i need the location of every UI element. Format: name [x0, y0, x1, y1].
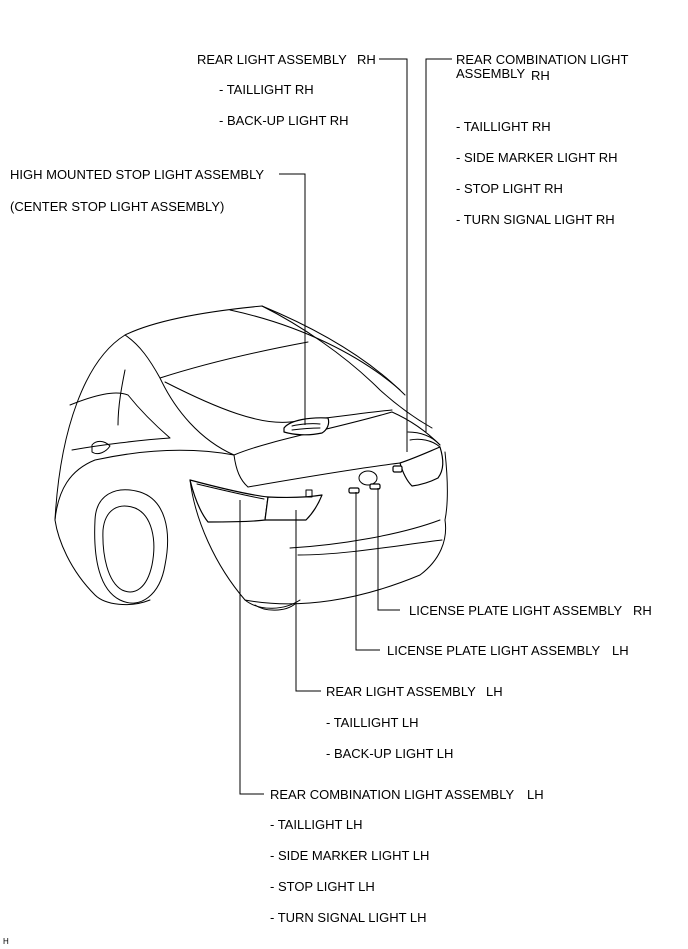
high-mount-stop-line2: (CENTER STOP LIGHT ASSEMBLY) — [10, 199, 224, 214]
rear-combination-lh-side: LH — [527, 787, 544, 802]
vehicle-rear-illustration — [54, 305, 448, 611]
corner-mark: H — [3, 937, 9, 946]
rear-light-rh-item: - TAILLIGHT RH — [219, 82, 314, 97]
rear-light-lh-side: LH — [486, 684, 503, 699]
rear-combination-rh-title-line1: REAR COMBINATION LIGHT — [456, 52, 628, 67]
rear-combination-lh-title: REAR COMBINATION LIGHT ASSEMBLY — [270, 787, 514, 802]
rear-light-lh-title: REAR LIGHT ASSEMBLY — [326, 684, 476, 699]
leader-rear-combination-rh — [425, 58, 452, 432]
rear-combination-rh-item: - TURN SIGNAL LIGHT RH — [456, 212, 615, 227]
leader-lines — [239, 58, 452, 795]
rear-light-rh-side: RH — [357, 52, 376, 67]
license-plate-lh-title: LICENSE PLATE LIGHT ASSEMBLY — [387, 643, 600, 658]
rear-light-lh-item: - BACK-UP LIGHT LH — [326, 746, 453, 761]
rear-combination-lh-item: - STOP LIGHT LH — [270, 879, 375, 894]
leader-rear-combination-lh — [239, 500, 264, 795]
leader-license-plate-lh — [355, 492, 380, 651]
leader-license-plate-rh — [377, 488, 400, 611]
label-high-mount-stop: HIGH MOUNTED STOP LIGHT ASSEMBLY (CENTER… — [10, 167, 264, 214]
label-rear-combination-rh: REAR COMBINATION LIGHT ASSEMBLY RH - TAI… — [456, 52, 628, 227]
rear-combination-rh-side: RH — [531, 68, 550, 83]
rear-combination-lh-item: - TAILLIGHT LH — [270, 817, 362, 832]
rear-combination-rh-item: - SIDE MARKER LIGHT RH — [456, 150, 618, 165]
label-rear-light-rh: REAR LIGHT ASSEMBLY RH - TAILLIGHT RH - … — [197, 52, 376, 128]
license-plate-rh-side: RH — [633, 603, 652, 618]
label-rear-light-lh: REAR LIGHT ASSEMBLY LH - TAILLIGHT LH - … — [326, 684, 503, 761]
label-license-plate-lh: LICENSE PLATE LIGHT ASSEMBLY LH — [387, 643, 629, 658]
license-plate-lh-side: LH — [612, 643, 629, 658]
leader-rear-light-lh — [295, 510, 321, 692]
license-plate-rh-title: LICENSE PLATE LIGHT ASSEMBLY — [409, 603, 622, 618]
leader-high-mount-stop — [279, 173, 306, 425]
rear-light-lh-item: - TAILLIGHT LH — [326, 715, 418, 730]
label-license-plate-rh: LICENSE PLATE LIGHT ASSEMBLY RH — [409, 603, 652, 618]
rear-combination-rh-title-line2: ASSEMBLY — [456, 66, 525, 81]
rear-combination-lh-item: - TURN SIGNAL LIGHT LH — [270, 910, 427, 925]
leader-rear-light-rh — [379, 58, 408, 452]
rear-combination-rh-item: - TAILLIGHT RH — [456, 119, 551, 134]
high-mount-stop-line1: HIGH MOUNTED STOP LIGHT ASSEMBLY — [10, 167, 264, 182]
rear-light-rh-item: - BACK-UP LIGHT RH — [219, 113, 349, 128]
label-rear-combination-lh: REAR COMBINATION LIGHT ASSEMBLY LH - TAI… — [270, 787, 544, 925]
rear-combination-rh-item: - STOP LIGHT RH — [456, 181, 563, 196]
rear-combination-lh-item: - SIDE MARKER LIGHT LH — [270, 848, 429, 863]
rear-light-rh-title: REAR LIGHT ASSEMBLY — [197, 52, 347, 67]
